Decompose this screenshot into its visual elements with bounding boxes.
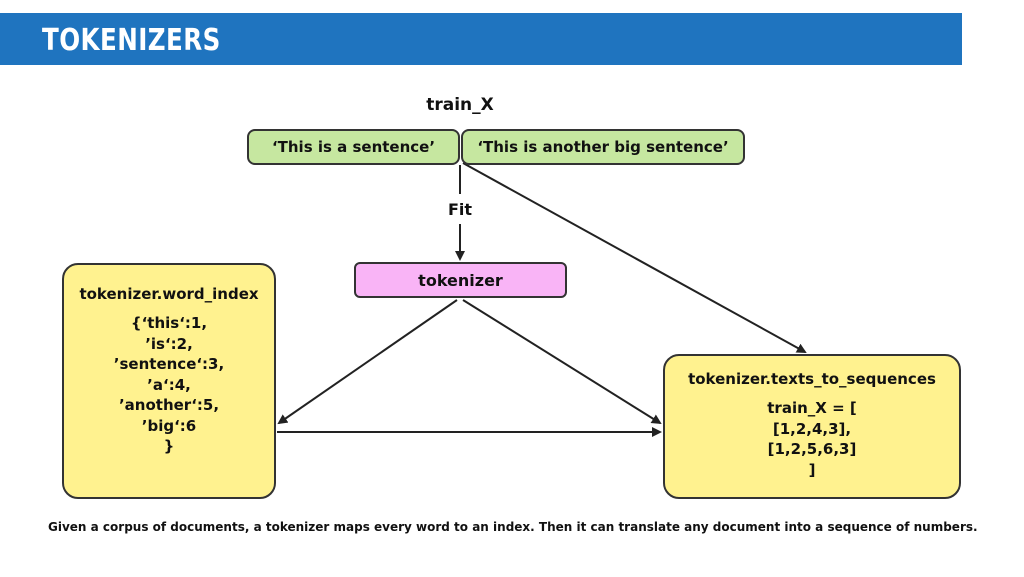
sequence-line: ] xyxy=(808,460,816,479)
word-index-box: tokenizer.word_index {‘this‘:1, ’is‘:2, … xyxy=(62,263,276,499)
fit-label: Fit xyxy=(447,200,473,219)
word-index-line: } xyxy=(163,437,175,455)
tokenizer-box: tokenizer xyxy=(354,262,567,298)
page-title: TOKENIZERS xyxy=(42,23,221,58)
texts-to-sequences-title: tokenizer.texts_to_sequences xyxy=(688,370,936,388)
word-index-line: ’a‘:4, xyxy=(147,375,191,394)
texts-to-sequences-box: tokenizer.texts_to_sequences train_X = [… xyxy=(663,354,961,499)
word-index-line: ’sentence‘:3, xyxy=(113,355,225,373)
word-index-line: ’is‘:2, xyxy=(145,334,193,353)
sentence-box-1: ‘This is a sentence’ xyxy=(247,129,460,165)
sequence-line: train_X = [ xyxy=(767,399,857,417)
word-index-content: {‘this‘:1, ’is‘:2, ’sentence‘:3, ’a‘:4, … xyxy=(64,313,274,457)
arrow-tokenizer-to-sequences xyxy=(462,299,662,425)
word-index-line: {‘this‘:1, xyxy=(130,314,208,332)
arrow-tokenizer-to-word-index xyxy=(277,299,458,425)
texts-to-sequences-content: train_X = [ [1,2,4,3], [1,2,5,6,3] ] xyxy=(665,398,959,480)
word-index-title: tokenizer.word_index xyxy=(79,285,259,303)
sequence-line: [1,2,5,6,3] xyxy=(767,440,857,458)
caption-text: Given a corpus of documents, a tokenizer… xyxy=(48,520,978,534)
word-index-line: ’big‘:6 xyxy=(141,416,197,435)
sequence-line: [1,2,4,3], xyxy=(772,419,852,438)
arrow-train-to-sequences xyxy=(462,162,807,353)
sentence-box-2: ‘This is another big sentence’ xyxy=(461,129,745,165)
train-x-label: train_X xyxy=(426,95,494,115)
header-bar: TOKENIZERS xyxy=(0,13,962,65)
word-index-line: ’another‘:5, xyxy=(118,396,220,414)
